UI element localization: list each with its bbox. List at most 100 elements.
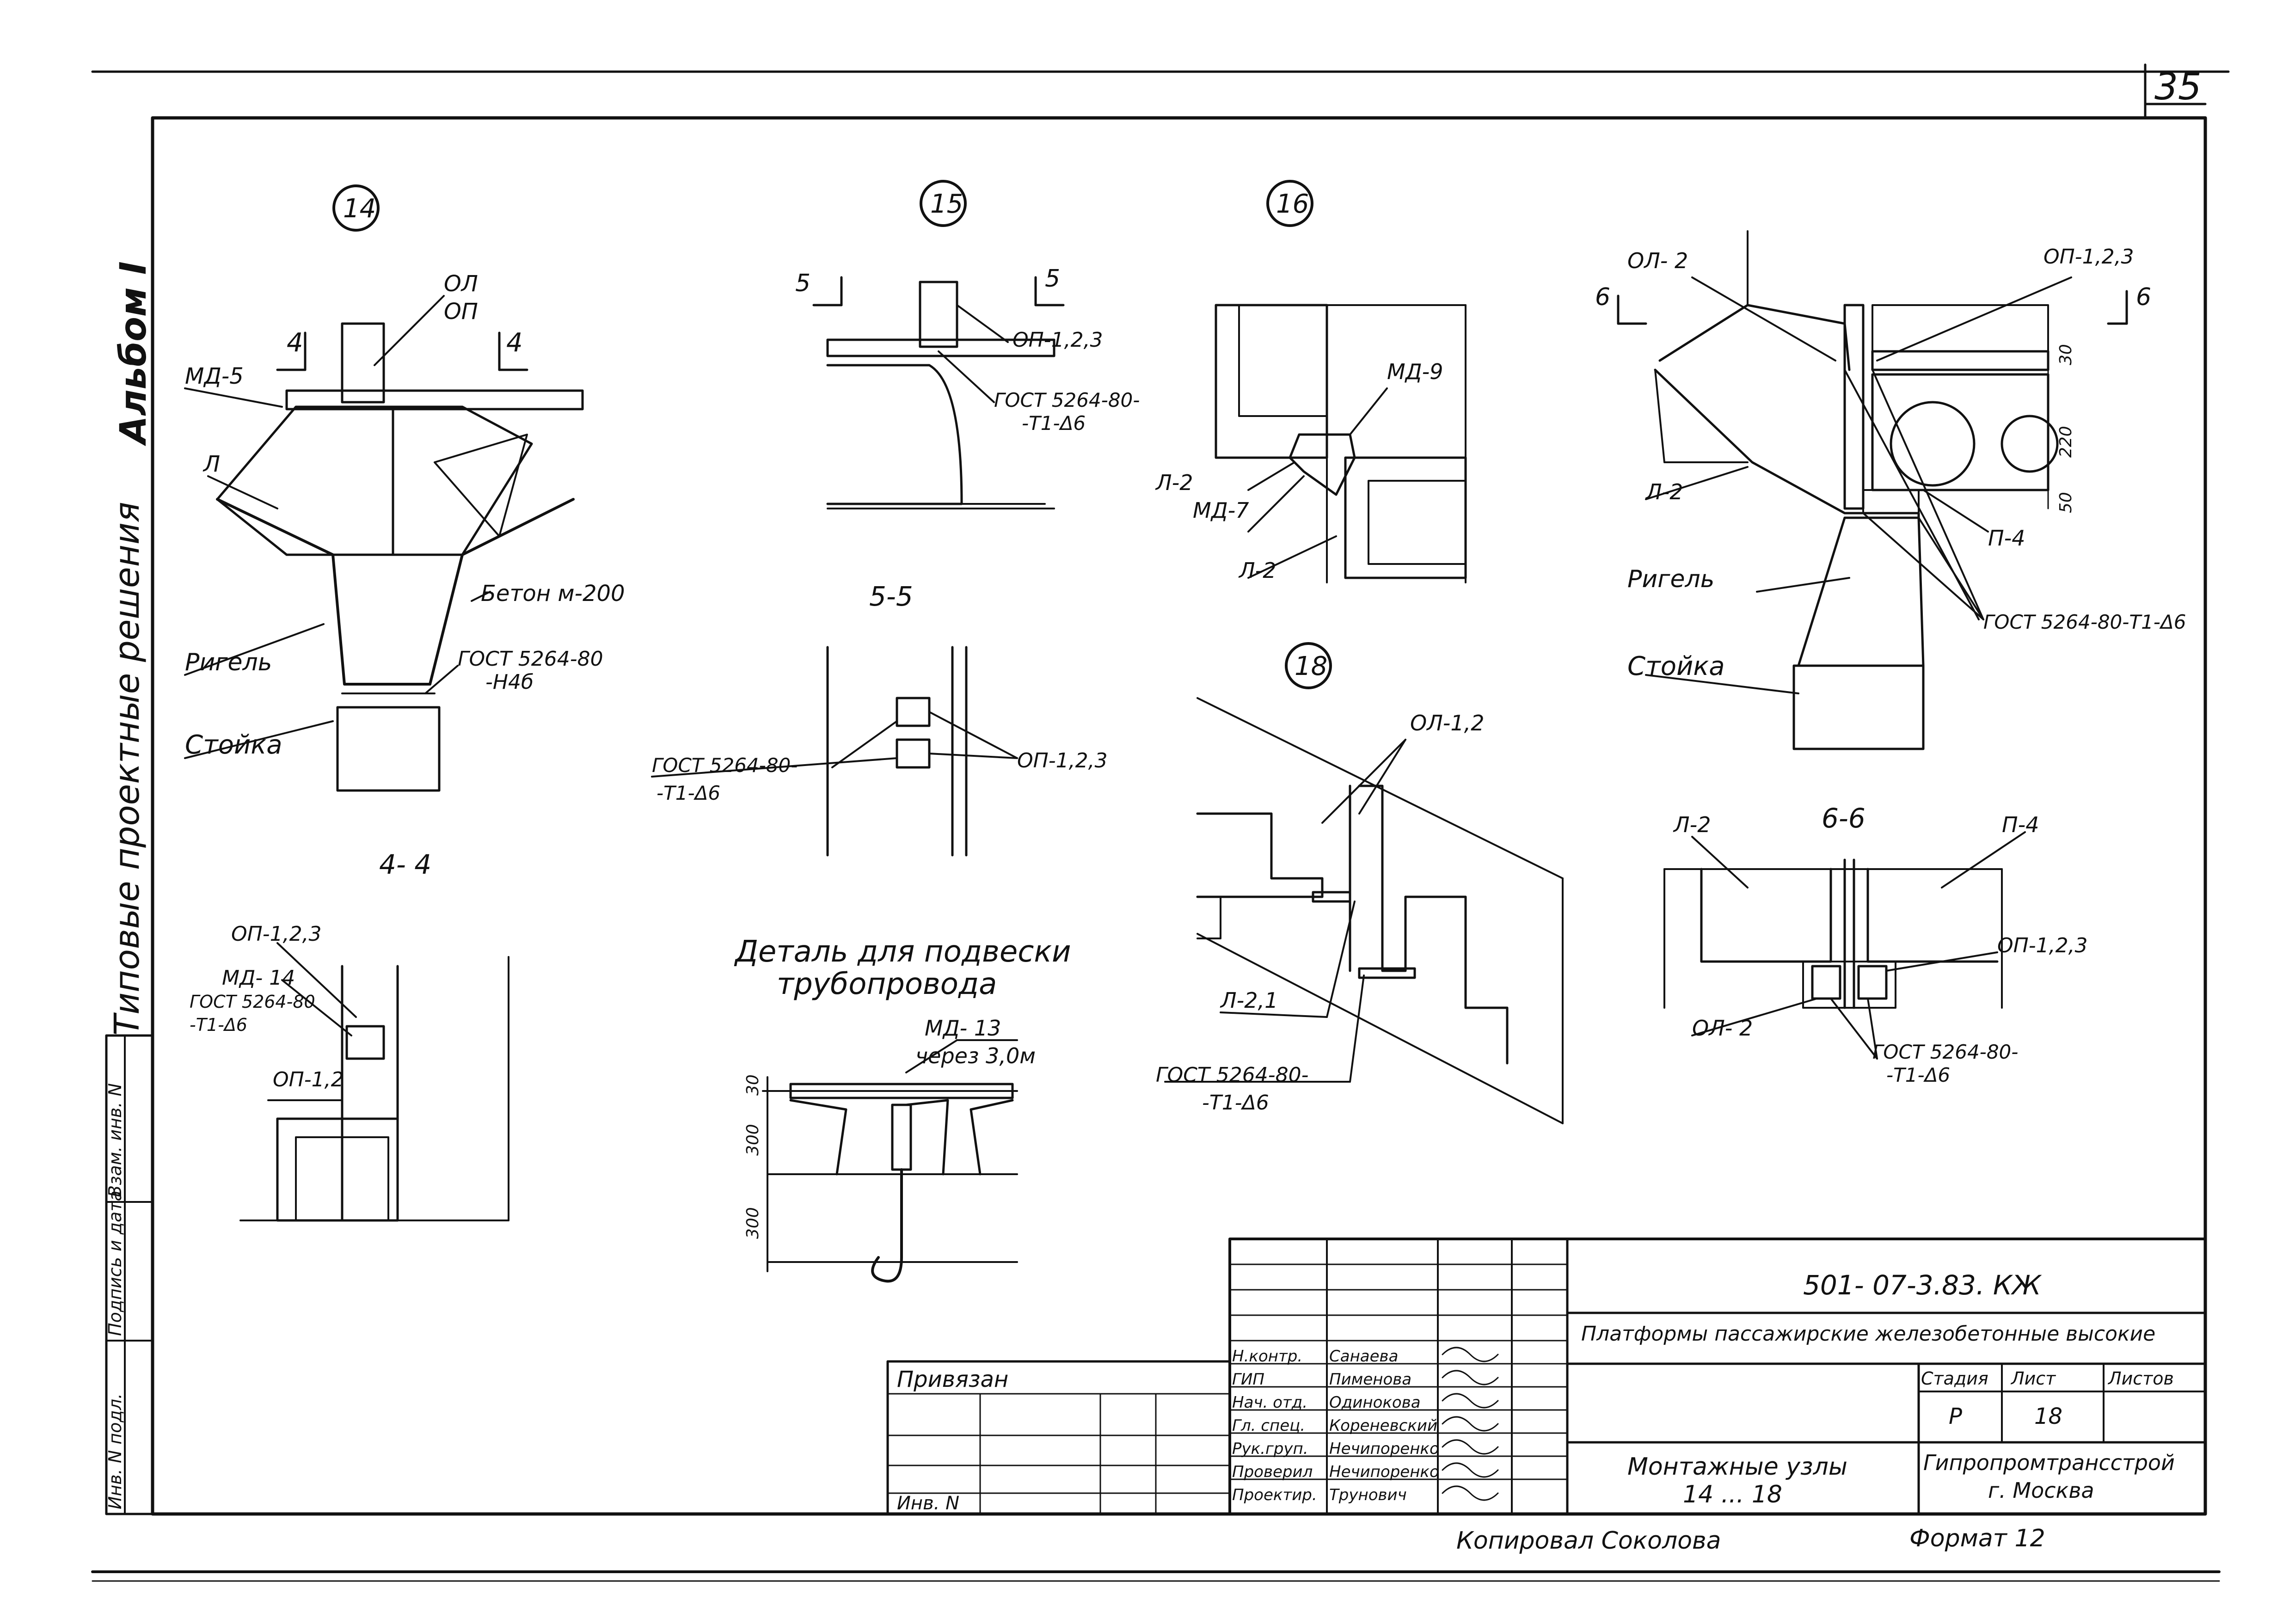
node-16-l2a: Л-2 (1155, 470, 1193, 495)
node-18-gost: ГОСТ 5264-80- (1156, 1063, 1308, 1087)
sheet-frame (91, 63, 2230, 1582)
role-4: Рук.груп. (1232, 1440, 1308, 1458)
node-14-op: ОП (444, 299, 478, 325)
detail-op-md14: МД- 14 (222, 966, 295, 990)
role-6: Проектир. (1232, 1486, 1317, 1504)
copied-by: Копировал Соколова (1456, 1527, 1721, 1555)
node-17-section-right: 6 (2136, 283, 2151, 311)
node-18-gost-sub: -Т1-Δ6 (1202, 1091, 1269, 1115)
privyazan-label: Привязан (897, 1367, 1008, 1392)
section-6-6-drawing (1663, 831, 2026, 1060)
organization-1: Гипропромтрансстрой (1923, 1450, 2175, 1475)
node-marker-18 (1285, 642, 1332, 689)
node-17-rigel: Ригель (1627, 565, 1714, 593)
pipe-detail-drawing (762, 1039, 1018, 1283)
pipe-detail-title-2: трубопровода (777, 967, 997, 1001)
node-17-ol2: ОЛ- 2 (1627, 248, 1688, 273)
name-2: Одинокова (1329, 1393, 1421, 1412)
node-17-p4: П-4 (1988, 526, 2025, 551)
sheet-number: 18 (2034, 1403, 2062, 1429)
node-18-drawing (1164, 642, 1564, 1124)
pipe-detail-dim300b: 300 (743, 1207, 762, 1239)
sheets-head: Листов (2107, 1368, 2174, 1389)
node-15-gost2-sub: -Т1-Δ6 (657, 782, 720, 804)
strip-vzam-inv: Взам. инв. N (105, 1083, 125, 1197)
node-14-gost: ГОСТ 5264-80 (458, 647, 603, 671)
node-14-gost-sub: -Н4б (485, 670, 534, 694)
pipe-detail-dim30: 30 (743, 1074, 762, 1096)
node-14-md5: МД-5 (185, 363, 244, 389)
pipe-detail-md13: МД- 13 (925, 1016, 1001, 1041)
node-16-l2b: Л-2 (1238, 558, 1276, 583)
node-14-beton: Бетон м-200 (481, 581, 625, 607)
node-14-drawing (184, 184, 584, 792)
name-4: Нечипоренко (1329, 1440, 1439, 1458)
sheet-head: Лист (2010, 1368, 2056, 1389)
node-14-rigel: Ригель (185, 649, 272, 676)
node-15-drawing (651, 180, 1065, 857)
pipe-detail-dim300a: 300 (743, 1124, 762, 1156)
node-17-gost: ГОСТ 5264-80-Т1-Δ6 (1983, 611, 2186, 633)
name-1: Пименова (1329, 1370, 1411, 1389)
node-14-section-right: 4 (506, 328, 523, 358)
node-17-op123: ОП-1,2,3 (2043, 245, 2134, 269)
pipe-detail-title-1: Деталь для подвески (734, 935, 1071, 969)
node-15-section-right: 5 (1045, 265, 1060, 293)
section-6-6-gost: ГОСТ 5264-80- (1872, 1041, 2018, 1063)
node-14-stoyka: Стойка (185, 730, 282, 760)
sheet-title-1: Монтажные узлы (1627, 1453, 1847, 1481)
project-title: Платформы пассажирские железобетонные вы… (1581, 1322, 2155, 1346)
section-6-6-gost-sub: -Т1-Δ6 (1886, 1064, 1950, 1086)
name-5: Нечипоренко (1329, 1463, 1439, 1481)
node-18-l21: Л-2,1 (1220, 988, 1278, 1013)
name-6: Трунович (1329, 1486, 1407, 1504)
role-5: Проверил (1232, 1463, 1313, 1481)
node-17-l2: Л-2 (1645, 479, 1683, 504)
node-marker-15 (920, 180, 967, 227)
detail-op-gost-sub: -Т1-Δ6 (190, 1015, 247, 1035)
section-6-6-ol2: ОЛ- 2 (1692, 1016, 1753, 1041)
node-17-section-left: 6 (1595, 283, 1610, 311)
node-14-l: Л (202, 451, 220, 477)
node-14-ol: ОЛ (444, 271, 478, 297)
node-marker-14 (332, 184, 380, 232)
node-18-number: 18 (1295, 651, 1327, 681)
role-2: Нач. отд. (1232, 1393, 1307, 1412)
inv-label: Инв. N (897, 1493, 959, 1514)
organization-2: г. Москва (1988, 1478, 2094, 1503)
node-marker-16 (1266, 180, 1313, 227)
node-17-dim220: 220 (2056, 426, 2075, 458)
node-14-number: 14 (343, 194, 376, 224)
role-3: Гл. спец. (1232, 1416, 1305, 1435)
detail-op-drawing (239, 942, 509, 1222)
role-0: Н.контр. (1232, 1347, 1302, 1366)
node-15-section-left: 5 (795, 270, 810, 297)
sheet-title-2: 14 ... 18 (1683, 1481, 1782, 1508)
node-15-gost1: ГОСТ 5264-80- (994, 389, 1140, 411)
role-1: ГИП (1232, 1370, 1264, 1389)
section-6-6-p4: П-4 (2002, 812, 2039, 837)
node-15-gost1-sub: -Т1-Δ6 (1022, 412, 1086, 435)
node-15-number: 15 (930, 189, 963, 219)
node-18-ol12: ОЛ-1,2 (1410, 711, 1485, 735)
node-16-md9: МД-9 (1387, 359, 1443, 384)
series-title: Типовые проектные решения (107, 502, 147, 1036)
doc-code: 501- 07-3.83. КЖ (1803, 1269, 2042, 1301)
name-0: Санаева (1329, 1347, 1398, 1366)
node-15-section-caption: 5-5 (869, 581, 913, 612)
node-17-stoyka: Стойка (1627, 651, 1725, 681)
name-3: Кореневский (1329, 1416, 1437, 1435)
node-15-op-top: ОП-1,2,3 (1012, 328, 1103, 352)
node-15-op-bottom: ОП-1,2,3 (1017, 749, 1108, 772)
node-15-gost2: ГОСТ 5264-80- (652, 754, 798, 777)
detail-op-gost: ГОСТ 5264-80 (190, 992, 315, 1012)
node-16-number: 16 (1276, 189, 1309, 219)
detail-op-op123: ОП-1,2,3 (231, 922, 322, 946)
node-14-section-caption: 4- 4 (379, 849, 431, 880)
signature-marks (1442, 1347, 1499, 1501)
page-number: 35 (2154, 65, 2202, 108)
node-17-dim50: 50 (2056, 492, 2075, 513)
section-6-6-l2: Л-2 (1673, 812, 1711, 837)
node-17-drawing (1617, 230, 2128, 750)
